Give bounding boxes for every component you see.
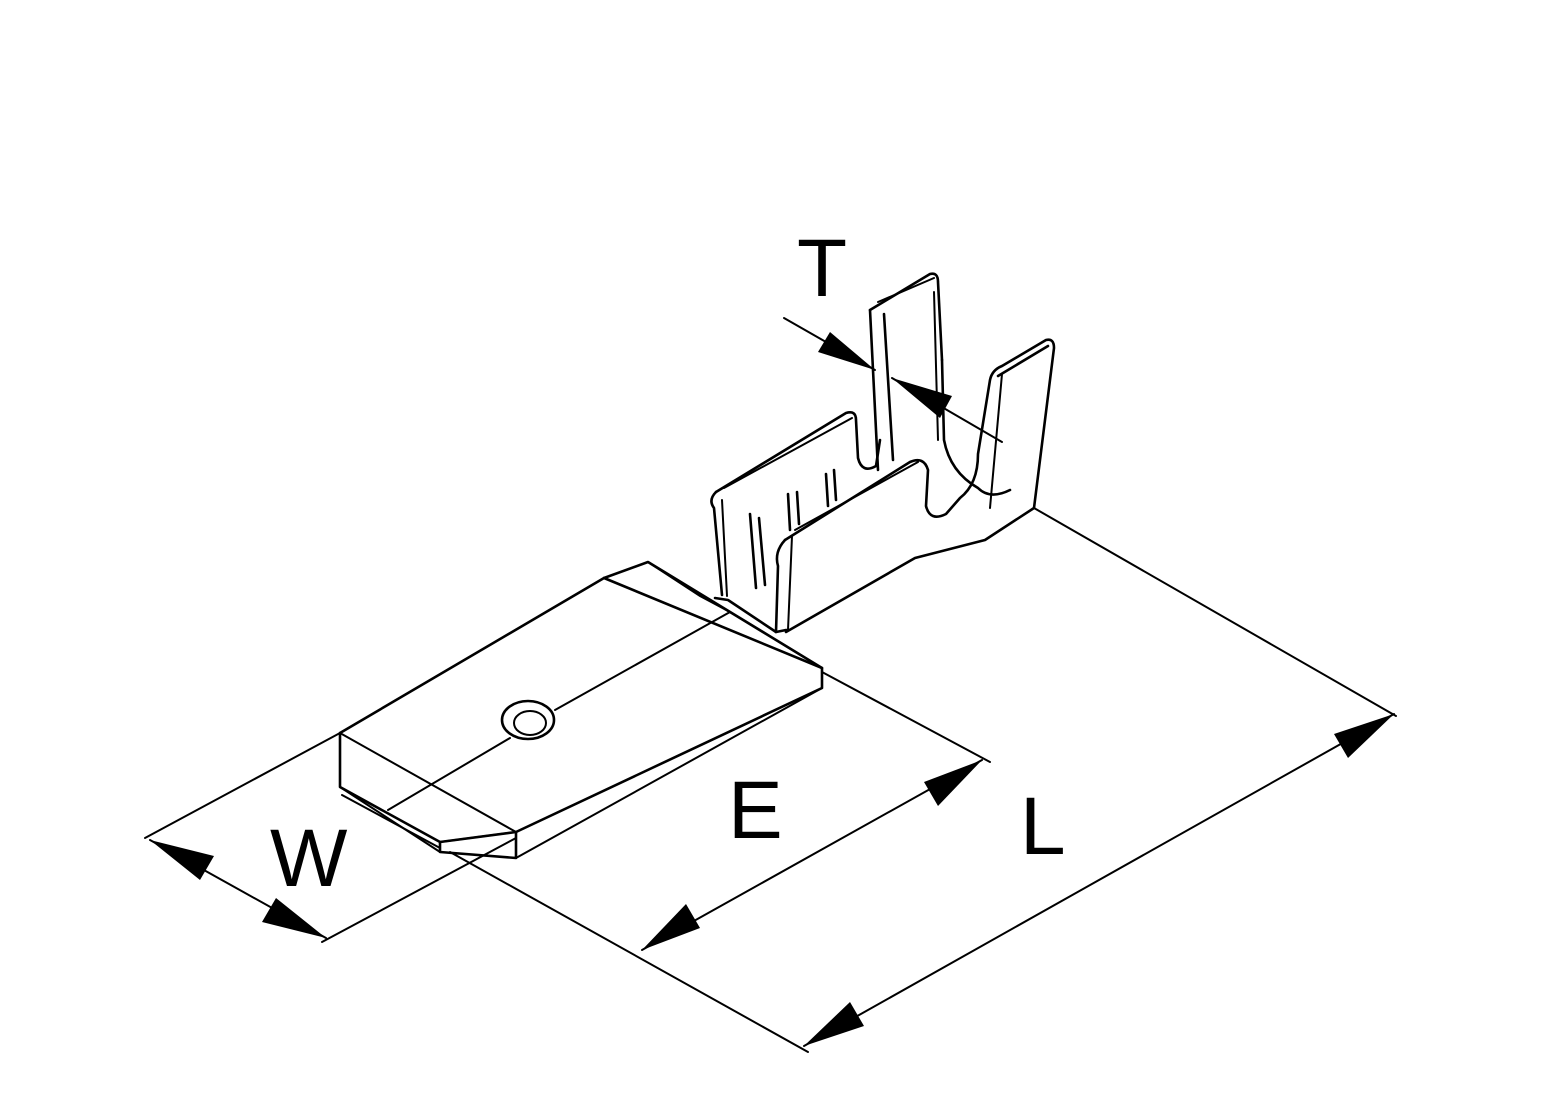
dimension-t — [783, 317, 1003, 443]
dimension-l — [803, 507, 1397, 1047]
detent-hole — [500, 699, 556, 741]
tab-body — [338, 560, 824, 860]
dimension-w — [144, 732, 517, 943]
label-w: W — [270, 813, 348, 904]
label-l: L — [1020, 781, 1066, 872]
dimension-e — [449, 671, 991, 1053]
crimp-barrel — [710, 272, 1056, 634]
label-e: E — [728, 765, 783, 856]
label-t: T — [797, 223, 847, 314]
